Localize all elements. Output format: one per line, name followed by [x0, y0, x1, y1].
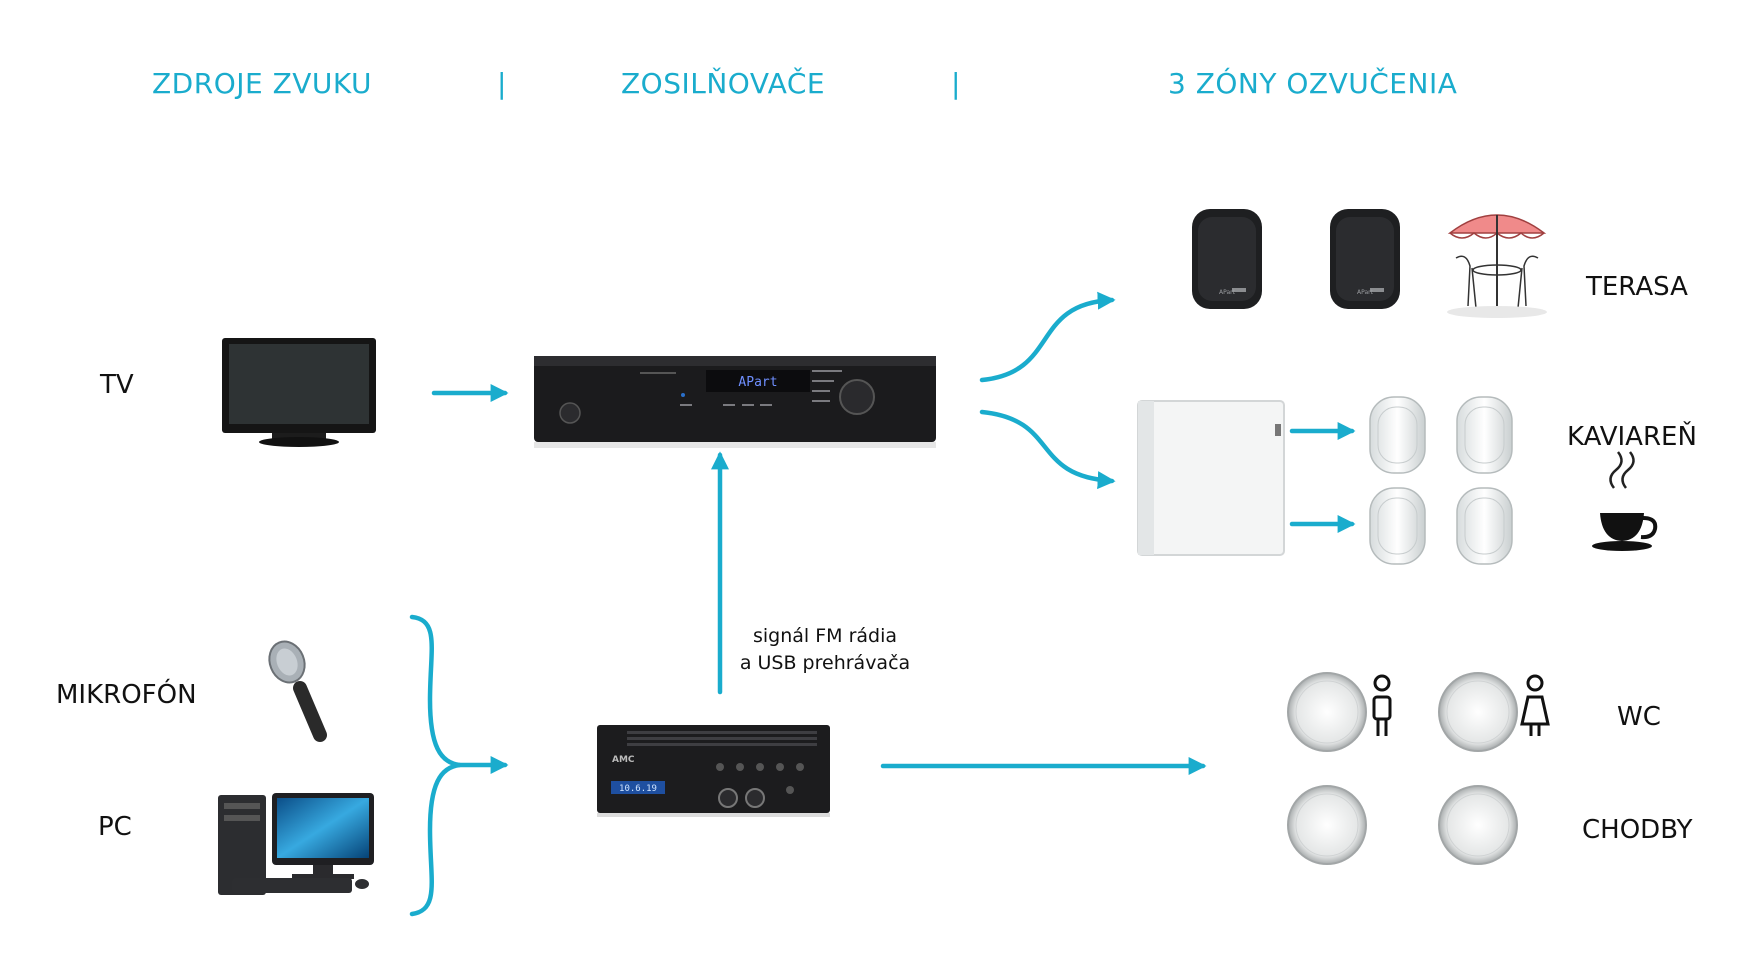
- terrace-speaker-2: [1330, 209, 1400, 309]
- header-zones: 3 ZÓNY OZVUČENIA: [1168, 67, 1458, 100]
- terrace-speaker-2-brand: APart: [1357, 289, 1374, 296]
- connectors: [409, 291, 1356, 917]
- cafe-speaker-3: [1369, 487, 1426, 565]
- label-tv: TV: [100, 370, 134, 400]
- terrace-speaker-1-brand: APart: [1219, 289, 1236, 296]
- tv-device: [222, 338, 376, 447]
- amc-display: 10.6.19: [619, 784, 657, 794]
- cafe-speaker-1: [1369, 396, 1426, 474]
- signal-note-line-2: a USB prehrávača: [739, 652, 911, 674]
- ceiling-speakers: [1287, 672, 1518, 865]
- arrow-amp-to-cafe: [979, 409, 1116, 490]
- cafe-speakers: [1369, 396, 1513, 565]
- main-amplifier: [534, 356, 936, 448]
- terrace-speaker-1: [1192, 209, 1262, 309]
- ceiling-speaker-3: [1287, 785, 1367, 865]
- cafe-speaker-2: [1456, 396, 1513, 474]
- cafe-wall-box: [1137, 400, 1285, 556]
- signal-note: signál FM rádia a USB prehrávača: [735, 623, 915, 677]
- header-separator-1: |: [497, 67, 507, 100]
- header-sources: ZDROJE ZVUKU: [152, 67, 373, 100]
- pc-device: [218, 793, 374, 895]
- arrow-amp-to-terrace: [979, 291, 1116, 383]
- signal-note-line-1: signál FM rádia: [752, 625, 898, 647]
- label-wc: WC: [1617, 702, 1661, 732]
- coffee-cup-icon: [1592, 451, 1658, 551]
- label-pc: PC: [98, 812, 132, 842]
- ceiling-speaker-4: [1438, 785, 1518, 865]
- brace-mic-pc: [409, 614, 461, 917]
- woman-icon: [1520, 674, 1550, 736]
- header-separator-2: |: [951, 67, 961, 100]
- label-cafe: KAVIAREŇ: [1567, 422, 1697, 452]
- amc-amplifier: [597, 725, 830, 817]
- label-corridors: CHODBY: [1582, 815, 1693, 845]
- amc-brand: AMC: [612, 755, 635, 765]
- cafe-speaker-4: [1456, 487, 1513, 565]
- header-amplifiers: ZOSILŇOVAČE: [621, 67, 826, 100]
- man-icon: [1372, 674, 1392, 736]
- ceiling-speaker-2: [1438, 672, 1518, 752]
- microphone-device: [268, 640, 327, 742]
- ceiling-speaker-1: [1287, 672, 1367, 752]
- main-amp-display: APart: [738, 375, 777, 390]
- label-mic: MIKROFÓN: [56, 680, 197, 710]
- terrace-table-icon: [1447, 214, 1547, 318]
- label-terrace: TERASA: [1586, 272, 1688, 302]
